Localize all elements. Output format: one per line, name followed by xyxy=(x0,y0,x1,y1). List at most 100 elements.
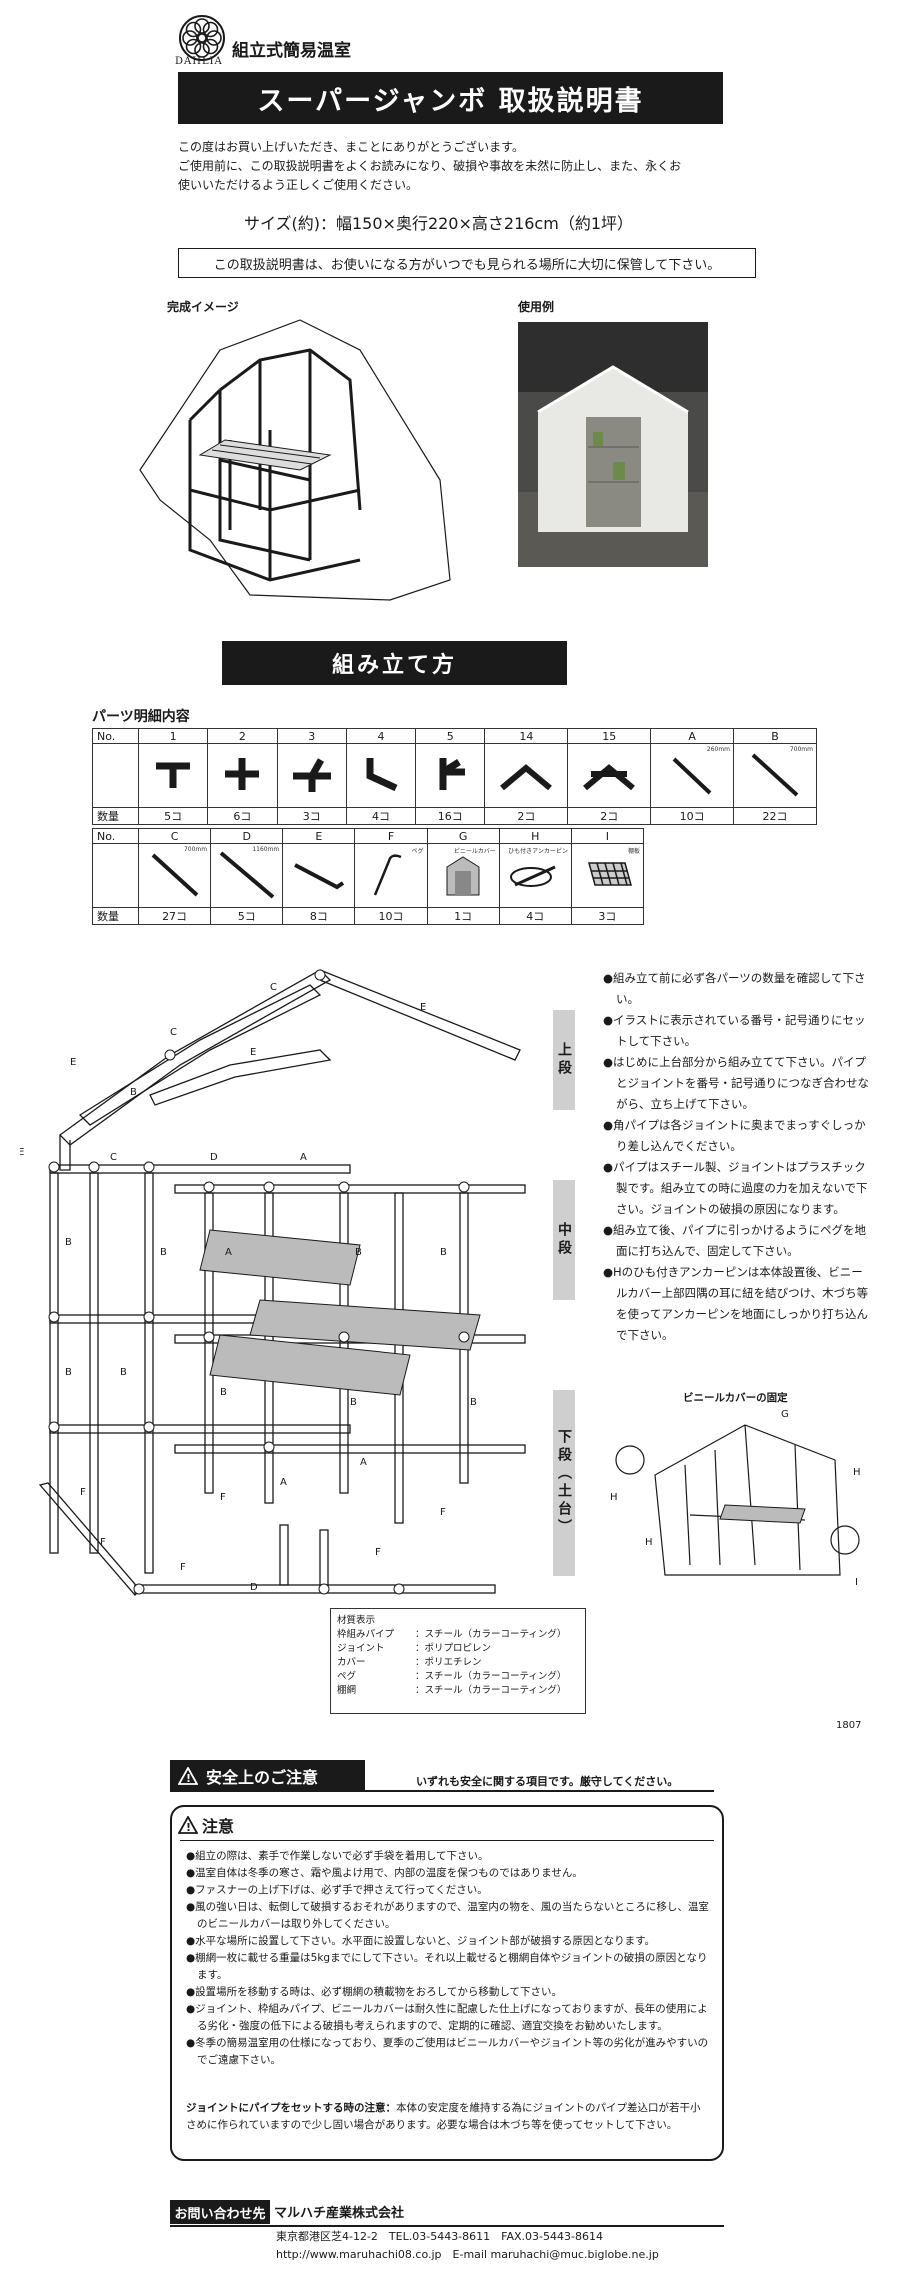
vinyl-letter-i: I xyxy=(855,1577,858,1588)
keep-note-box: この取扱説明書は、お使いになる方がいつでも見られる場所に大切に保管して下さい。 xyxy=(178,248,756,278)
svg-text:B: B xyxy=(65,1237,72,1248)
svg-text:E: E xyxy=(250,1047,256,1058)
vinyl-cover-fixing-title: ビニールカバーの固定 xyxy=(683,1392,788,1404)
contact-rule xyxy=(170,2225,724,2227)
svg-text:B: B xyxy=(350,1397,357,1408)
part-no: 3 xyxy=(276,728,347,744)
safety-underline xyxy=(365,1790,714,1792)
svg-text:B: B xyxy=(120,1367,127,1378)
part-no: B xyxy=(733,728,817,744)
vinyl-cover-fixing-illustration: G H H H I xyxy=(610,1409,861,1588)
elbow-joint-icon xyxy=(366,758,398,792)
complete-image-label: 完成イメージ xyxy=(167,300,239,314)
part-qty: 3コ xyxy=(570,907,645,925)
safety-subheading: いずれも安全に関する項目です。厳守してください。 xyxy=(416,1775,679,1788)
product-subtitle: 組立式簡易温室 xyxy=(232,41,351,61)
svg-text:F: F xyxy=(220,1492,226,1503)
dahlia-logo-icon xyxy=(179,15,225,61)
instruction-item: ●イラストに表示されている番号・記号通りにセットして下さい。 xyxy=(603,1013,866,1048)
complete-image-illustration xyxy=(139,319,451,601)
pipe-c-icon xyxy=(151,853,198,897)
assembly-section-title: 組み立て方 xyxy=(222,641,567,685)
svg-text:F: F xyxy=(375,1547,381,1558)
ridge-joint-icon xyxy=(500,764,553,791)
part-no: E xyxy=(282,828,356,844)
caution-item: ●組立の際は、素手で作業しないで必ず手袋を着用して下さい。 xyxy=(186,1850,489,1862)
stage-bottom-label: 下段（土台） xyxy=(553,1390,575,1576)
vinyl-letter-g: G xyxy=(781,1409,789,1420)
safety-heading-bar: ! 安全上のご注意 xyxy=(170,1760,365,1792)
material-table: 材質表示 枠組みパイプ：スチール（カラーコーティング） ジョイント：ポリプロピレ… xyxy=(330,1608,586,1714)
part-qty: 1コ xyxy=(426,907,500,925)
part-qty: 6コ xyxy=(207,807,278,825)
instruction-item: ●角パイプは各ジョイントに奥までまっすぐしっかり差し込んでください。 xyxy=(603,1118,866,1153)
svg-text:B: B xyxy=(160,1247,167,1258)
vinyl-letter-h2: H xyxy=(610,1492,618,1503)
instruction-item: ●パイプはスチール製、ジョイントはプラスチック製です。組み立ての時に過度の力を加… xyxy=(603,1160,868,1216)
usage-example-label: 使用例 xyxy=(518,300,555,314)
safety-heading: 安全上のご注意 xyxy=(206,1768,319,1787)
svg-text:C: C xyxy=(170,1027,177,1038)
svg-text:C: C xyxy=(110,1152,117,1163)
joint-note: ジョイントにパイプをセットする時の注意：本体の安定度を維持する為にジョイントのパ… xyxy=(186,2102,701,2131)
part-qty: 10コ xyxy=(354,907,428,925)
caution-item: ●設置場所を移動する時は、必ず棚網の積載物をおろしてから移動して下さい。 xyxy=(186,1986,563,1998)
part-no: 5 xyxy=(415,728,486,744)
part-qty: 2コ xyxy=(567,807,652,825)
part-qty: 8コ xyxy=(282,907,356,925)
parts-table-1: No. 1 2 3 4 5 14 15 A B 260mm 700mm 数量 5… xyxy=(92,728,817,825)
t-joint-icon xyxy=(156,762,191,788)
shelf-net-icon xyxy=(588,862,633,886)
caution-heading: ! 注意 xyxy=(178,1813,234,1837)
part-qty: 4コ xyxy=(498,907,572,925)
corner-joint-icon xyxy=(439,758,466,790)
svg-text:B: B xyxy=(65,1367,72,1378)
caution-item: ●冬季の簡易温室用の仕様になっており、夏季のご使用はビニールカバーやジョイント等… xyxy=(186,2037,709,2066)
svg-text:C: C xyxy=(270,982,277,993)
caution-rule xyxy=(180,1840,714,1841)
part-no: G xyxy=(426,828,500,844)
part-no: H xyxy=(498,828,572,844)
size-spec: サイズ(約)：幅150×奥行220×高さ216cm（約1坪） xyxy=(244,214,633,233)
part-qty: 3コ xyxy=(276,807,347,825)
part-no: C xyxy=(137,828,212,844)
part-no: 1 xyxy=(137,728,209,744)
assembly-instructions: ●組み立て前に必ず各パーツの数量を確認して下さい。 ●イラストに表示されている番… xyxy=(603,968,871,1346)
stage-middle-label: 中段 xyxy=(553,1180,575,1300)
svg-text:!: ! xyxy=(186,1821,191,1834)
row-no-label: No. xyxy=(92,728,139,744)
part-qty: 5コ xyxy=(210,907,284,925)
anchor-pin-icon xyxy=(510,865,556,887)
svg-text:B: B xyxy=(355,1247,362,1258)
row-qty-label: 数量 xyxy=(92,907,139,925)
part-no: 14 xyxy=(484,728,569,744)
caution-item: ●風の強い日は、転倒して破損するおそれがありますので、温室内の物を、風の当たらな… xyxy=(186,1901,709,1930)
company-address: 東京都港区芝4-12-2 TEL.03-5443-8611 FAX.03-544… xyxy=(276,2230,603,2243)
page-title: スーパージャンボ 取扱説明書 xyxy=(178,72,723,124)
svg-text:E: E xyxy=(70,1057,76,1068)
warning-icon: ! xyxy=(178,1767,198,1785)
svg-text:A: A xyxy=(360,1457,367,1468)
svg-text:B: B xyxy=(220,1387,227,1398)
caution-icon: ! xyxy=(178,1816,198,1834)
instruction-item: ●はじめに上台部分から組み立てて下さい。パイプとジョイントを番号・記号通りにつな… xyxy=(603,1055,869,1111)
parts-list-title: パーツ明細内容 xyxy=(92,709,190,725)
svg-text:!: ! xyxy=(186,1772,191,1785)
pipe-b-icon xyxy=(751,753,799,797)
contact-label: お問い合わせ先 xyxy=(170,2200,270,2224)
svg-text:A: A xyxy=(300,1152,307,1163)
caution-item: ●ファスナーの上げ下げは、必ず手で押さえて行ってください。 xyxy=(186,1884,488,1896)
part-qty: 2コ xyxy=(484,807,569,825)
vinyl-cover-icon xyxy=(446,856,480,896)
caution-item: ●水平な場所に設置して下さい。水平面に設置しないと、ジョイント部が破損する原因と… xyxy=(186,1935,656,1947)
part-qty: 10コ xyxy=(650,807,735,825)
svg-text:B: B xyxy=(130,1087,137,1098)
pipe-e-icon xyxy=(293,863,344,890)
part-qty: 27コ xyxy=(137,907,212,925)
row-no-label: No. xyxy=(92,828,139,844)
cross-joint-icon xyxy=(225,758,260,790)
logo-text: DAHLIA xyxy=(175,56,223,67)
caution-box xyxy=(170,1805,724,2161)
company-web[interactable]: http://www.maruhachi08.co.jp E-mail maru… xyxy=(276,2248,659,2261)
